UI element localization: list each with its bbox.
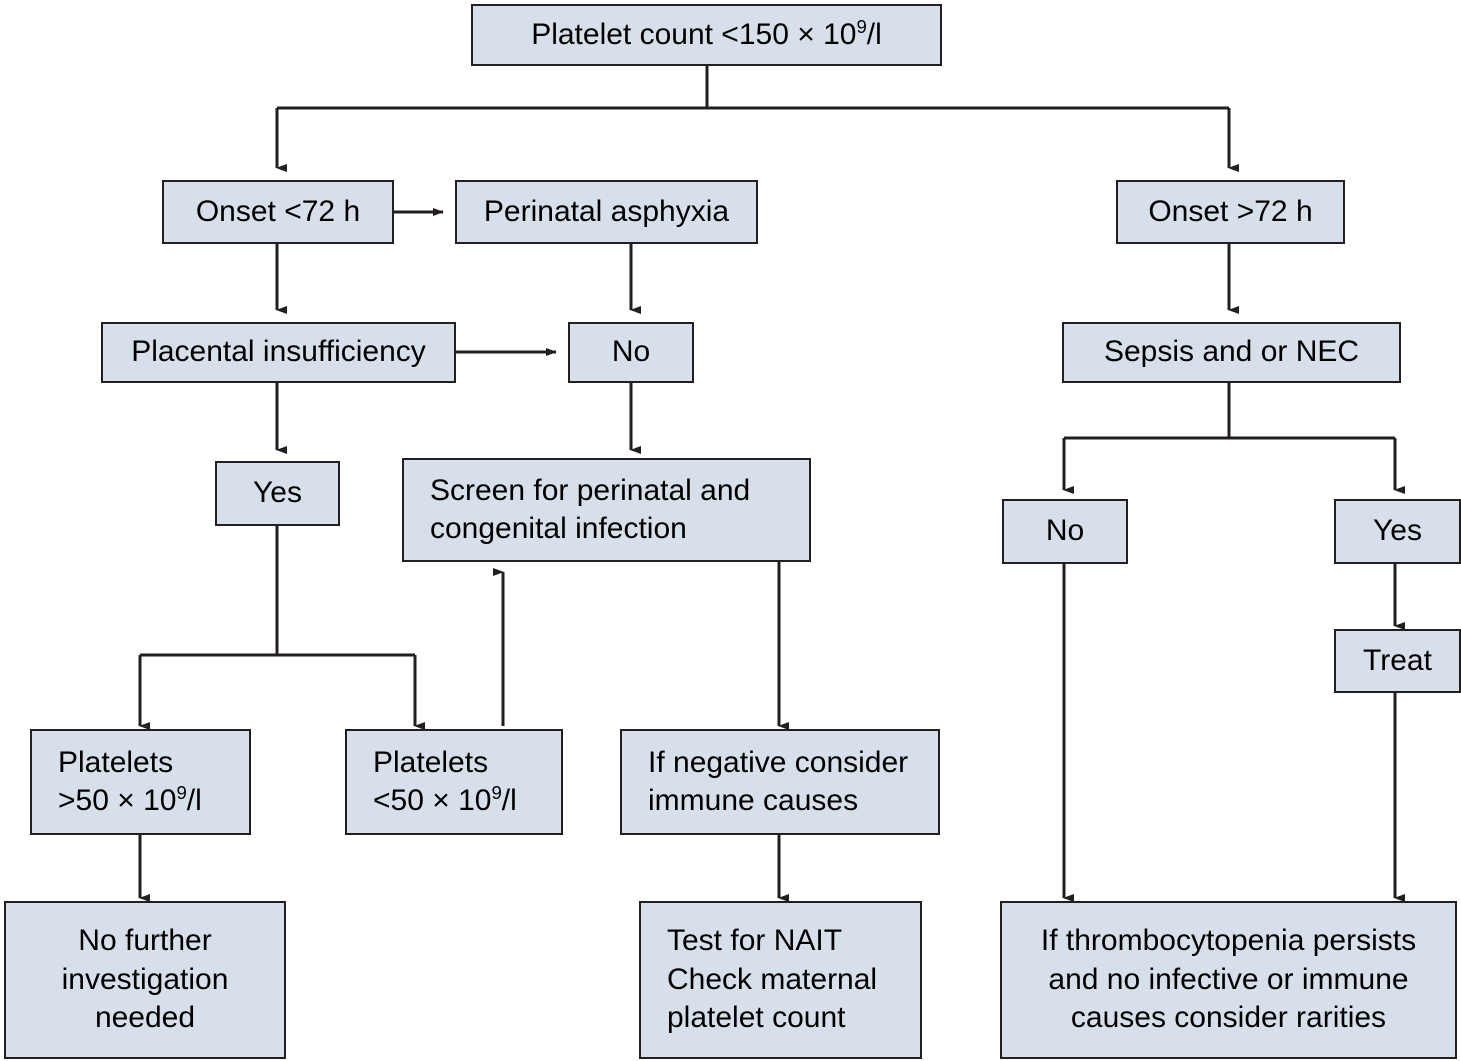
node-label: Sepsis and or NEC — [1103, 335, 1360, 369]
node-label: No — [1045, 514, 1085, 548]
node-label: Onset <72 h — [195, 194, 361, 228]
node-sepsis-nec[interactable]: Sepsis and or NEC — [1062, 322, 1401, 383]
node-screen-infection[interactable]: Screen for perinatal and congenital infe… — [402, 458, 811, 562]
node-label: Yes — [253, 476, 302, 510]
node-label: Yes — [1373, 514, 1422, 548]
node-label: No — [611, 335, 651, 369]
node-placental-insufficiency[interactable]: Placental insufficiency — [101, 322, 456, 383]
node-platelets-lt50[interactable]: Platelets <50 × 109/l — [345, 729, 563, 835]
node-no-further-investigation[interactable]: No further investigation needed — [4, 901, 286, 1059]
node-if-negative[interactable]: If negative consider immune causes — [620, 729, 940, 835]
node-sepsis-yes[interactable]: Yes — [1334, 499, 1461, 564]
node-sepsis-no[interactable]: No — [1002, 499, 1128, 564]
node-asphyxia-no[interactable]: No — [568, 322, 694, 383]
node-label: Perinatal asphyxia — [483, 194, 730, 228]
node-label: If negative consider immune causes — [648, 745, 909, 817]
node-label: Onset >72 h — [1148, 194, 1313, 228]
node-onset-gt72[interactable]: Onset >72 h — [1116, 180, 1345, 244]
node-platelet-count[interactable]: Platelet count <150 × 109/l — [471, 4, 942, 66]
node-label: Platelet count <150 × 109/l — [531, 15, 882, 51]
node-label: Screen for perinatal and congenital infe… — [430, 473, 751, 545]
node-label: Platelets <50 × 109/l — [373, 745, 517, 817]
node-perinatal-asphyxia[interactable]: Perinatal asphyxia — [455, 180, 758, 244]
node-test-nait[interactable]: Test for NAIT Check maternal platelet co… — [639, 901, 922, 1059]
node-platelets-gt50[interactable]: Platelets >50 × 109/l — [30, 729, 251, 835]
node-persists-rarities[interactable]: If thrombocytopenia persists and no infe… — [1000, 901, 1457, 1059]
node-placental-yes[interactable]: Yes — [215, 461, 340, 526]
node-label: No further investigation needed — [61, 924, 229, 1035]
node-label: If thrombocytopenia persists and no infe… — [1040, 924, 1417, 1035]
node-label: Platelets >50 × 109/l — [58, 745, 202, 817]
node-label: Treat — [1363, 643, 1432, 677]
node-label: Placental insufficiency — [131, 335, 426, 369]
node-treat[interactable]: Treat — [1334, 629, 1461, 693]
node-label: Test for NAIT Check maternal platelet co… — [667, 924, 878, 1035]
node-onset-lt72[interactable]: Onset <72 h — [162, 180, 394, 244]
